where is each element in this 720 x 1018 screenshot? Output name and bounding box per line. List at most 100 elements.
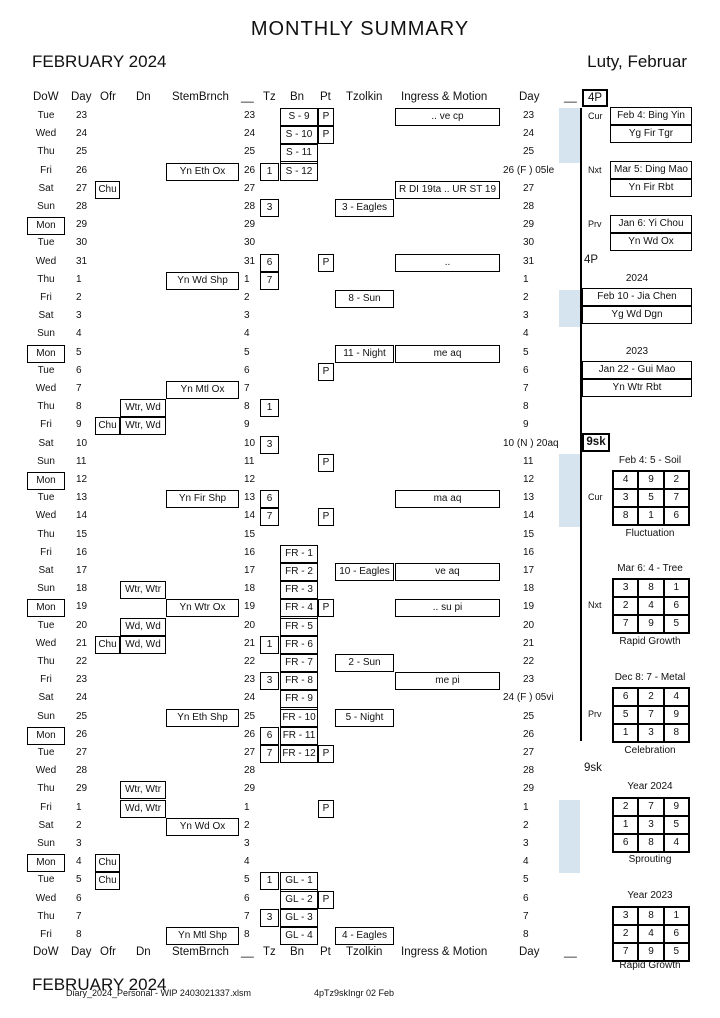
tz-cell: 1 (260, 399, 279, 418)
day-cell: 5 (76, 874, 82, 886)
right-day-cell: 1 (523, 273, 529, 285)
day-cell: 27 (76, 182, 88, 194)
right-day-cell: 20 (523, 619, 535, 631)
right-day-cell: 11 (523, 455, 534, 467)
day-cell: 6 (76, 892, 82, 904)
tzolkin-cell: 11 - Night (335, 344, 394, 363)
day2-cell: 14 (244, 510, 256, 522)
ofr-cell: Chu (95, 872, 120, 891)
hdr-day2: Day (519, 946, 540, 958)
grid-cell: 7 (613, 615, 639, 633)
tz-cell: 3 (260, 672, 279, 691)
day-cell: 5 (76, 346, 82, 358)
stem-cell: Yn Wd Ox (166, 817, 239, 836)
day-cell: 29 (76, 219, 88, 231)
pt-cell: P (318, 799, 334, 818)
yr23-title: Year 2023 (627, 890, 673, 901)
grid-cell: 9 (638, 943, 664, 961)
dow-cell: Sun (37, 838, 55, 849)
day2-cell: 18 (244, 583, 256, 595)
pt-cell: P (318, 108, 334, 126)
footer-month: FEBRUARY 2024 (32, 975, 167, 994)
dow-cell: Wed (35, 510, 57, 522)
hdr-pt: Pt (320, 91, 331, 103)
hdr-ofr: Ofr (100, 91, 116, 103)
cur-sk-label: Cur (588, 492, 603, 502)
grid-cell: 1 (613, 724, 639, 742)
dow-cell: Thu (37, 146, 55, 158)
dow-cell: Fri (40, 164, 52, 176)
day2-cell: 2 (244, 819, 250, 831)
day-cell: 14 (76, 510, 88, 522)
nxt-sk-label: Nxt (588, 600, 602, 610)
dow-cell: Fri (40, 419, 52, 431)
right-day-cell: 16 (523, 546, 535, 558)
right-day-cell: 14 (523, 510, 535, 522)
right-day-cell: 4 (523, 328, 529, 340)
right-day-cell: 12 (523, 474, 535, 485)
shade-cell (559, 290, 580, 309)
grid-cell: 9 (663, 798, 689, 816)
grid-cell: 8 (638, 579, 664, 597)
prv-month-pillar: Jan 6: Yi Chou (610, 215, 692, 233)
day2-cell: 4 (244, 856, 250, 868)
hdr-ofr: Ofr (100, 946, 116, 958)
day2-cell: 8 (244, 929, 250, 940)
tz-cell: 6 (260, 253, 279, 272)
hdr-pt: Pt (320, 946, 331, 958)
day2-cell: 16 (244, 546, 256, 558)
hdr-day2: Day (519, 91, 540, 103)
right-day-cell: 10 (N ) 20aq (503, 437, 559, 449)
dow-cell: Mon (27, 599, 65, 618)
grid-cell: 6 (613, 834, 639, 852)
grid-cell: 4 (663, 834, 689, 852)
ofr-cell: Chu (95, 180, 120, 199)
tz-cell: 6 (260, 490, 279, 509)
dow-cell: Sat (38, 182, 54, 194)
tzolkin-cell: 2 - Sun (335, 654, 394, 672)
pt-cell: P (318, 508, 334, 527)
right-day-cell: 2 (523, 819, 529, 831)
day2-cell: 2 (244, 292, 250, 303)
ingress-cell: me aq (395, 344, 500, 363)
day2-cell: 27 (244, 747, 256, 758)
tz-cell: 1 (260, 872, 279, 891)
grid-cell: 4 (613, 471, 639, 489)
day-cell: 20 (76, 619, 88, 631)
ingress-cell: me pi (395, 672, 500, 691)
four-pillars-label: 4P (582, 89, 608, 107)
day-cell: 16 (76, 546, 88, 558)
dow-cell: Fri (40, 546, 52, 558)
dow-cell: Sat (38, 692, 54, 704)
day2-cell: 7 (244, 910, 250, 922)
dow-cell: Tue (37, 619, 55, 631)
month-local: Luty, Februar (587, 52, 687, 71)
cur-month-pillar: Feb 4: Bing Yin (610, 107, 692, 125)
day-cell: 9 (76, 419, 82, 431)
day2-cell: 30 (244, 237, 256, 249)
cur-label: Cur (588, 111, 603, 121)
shade-cell (559, 453, 580, 473)
grid-cell: 9 (638, 471, 664, 489)
grid-cell: 8 (663, 724, 689, 742)
hdr-ingress: Ingress & Motion (401, 946, 488, 958)
right-day-cell: 29 (523, 783, 535, 795)
grid-cell: 1 (613, 816, 639, 834)
bn-group-frame (280, 544, 318, 764)
dow-cell: Mon (27, 472, 65, 490)
shade-cell (559, 308, 580, 327)
nxt-sk-title: Mar 6: 4 - Tree (617, 563, 683, 574)
day2-cell: 15 (244, 528, 256, 540)
dow-cell: Thu (37, 401, 55, 413)
grid-cell: 5 (638, 489, 664, 507)
cur-sk-title: Feb 4: 5 - Soil (618, 455, 682, 466)
right-day-cell: 27 (523, 747, 535, 758)
dow-cell: Fri (40, 292, 52, 303)
right-day-cell: 28 (523, 201, 535, 212)
ofr-cell: Chu (95, 854, 120, 873)
right-day-cell: 22 (523, 656, 535, 667)
ofr-cell: Chu (95, 417, 120, 436)
stem-cell: Yn Wd Shp (166, 271, 239, 290)
right-day-cell: 5 (523, 346, 529, 358)
